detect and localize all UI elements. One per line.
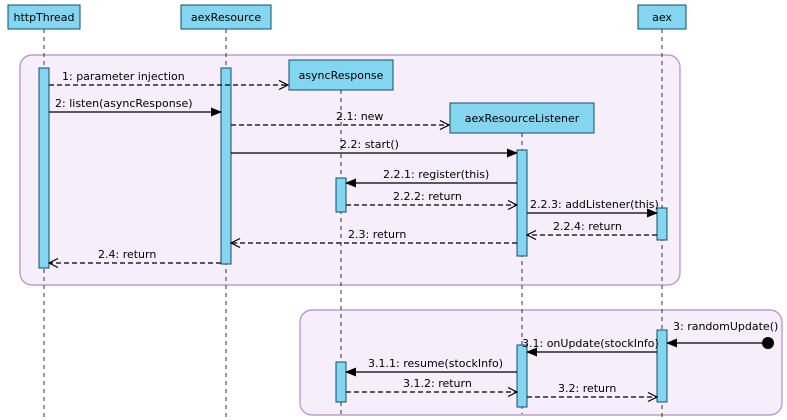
message-2.2.1-register[interactable]: 2.2.1: register(this)	[345, 168, 517, 188]
message-2.2.3-addListener[interactable]: 2.2.3: addListener(this)	[527, 198, 659, 218]
message-2.4-return[interactable]: 2.4: return	[49, 248, 221, 263]
activation-aex-2[interactable]	[656, 329, 668, 403]
lifeline-head-rect[interactable]	[7, 4, 81, 30]
message-label: 2.2.1: register(this)	[383, 168, 489, 181]
message-label: 3.1.2: return	[403, 377, 472, 390]
message-label: 3.1: onUpdate(stockInfo)	[522, 337, 659, 350]
activation-asyncResponse-1[interactable]	[335, 177, 347, 213]
message-2.2.4-return[interactable]: 2.2.4: return	[527, 220, 657, 235]
message-label: 2.2.3: addListener(this)	[530, 198, 659, 211]
message-3.1-onUpdate[interactable]: 3.1: onUpdate(stockInfo)	[522, 337, 659, 357]
activation-aexResource[interactable]	[220, 67, 232, 265]
message-3.2-return[interactable]: 3.2: return	[527, 382, 657, 397]
message-label: 2: listen(asyncResponse)	[55, 97, 193, 110]
lifeline-head-rect[interactable]	[637, 4, 687, 30]
message-3.1.2-return[interactable]: 3.1.2: return	[346, 377, 517, 392]
activation-aex-1[interactable]	[656, 207, 668, 241]
lifeline-head-aexResourceListener[interactable]: aexResourceListener	[449, 102, 595, 134]
message-3-randomUpdate[interactable]: 3: randomUpdate()	[666, 320, 778, 349]
message-label: 2.2.4: return	[553, 220, 622, 233]
activation-httpThread[interactable]	[38, 67, 50, 269]
lifeline-head-rect[interactable]	[288, 59, 394, 91]
lifeline-name-label: asyncResponse	[299, 69, 384, 82]
activation-asyncResponse-2[interactable]	[335, 361, 347, 403]
lifeline-name-label: aexResource	[191, 11, 262, 24]
lifeline-name-label: aex	[652, 11, 672, 24]
message-label: 3.2: return	[558, 382, 616, 395]
message-label: 2.2.2: return	[393, 190, 462, 203]
lifeline-head-rect[interactable]	[180, 4, 272, 30]
lifeline-head-httpThread[interactable]: httpThread	[7, 4, 81, 30]
message-label: 2.4: return	[98, 248, 156, 261]
message-2.3-return[interactable]: 2.3: return	[231, 228, 517, 243]
activation-aexResourceListener-2[interactable]	[516, 344, 528, 408]
message-1-parameter-injection[interactable]: 1: parameter injection	[49, 70, 288, 85]
message-2.2.2-return[interactable]: 2.2.2: return	[346, 190, 517, 205]
message-label: 2.1: new	[336, 110, 383, 123]
found-message-endpoint[interactable]	[762, 337, 774, 349]
lifeline-head-aexResource[interactable]: aexResource	[180, 4, 272, 30]
activation-aexResourceListener-1[interactable]	[516, 149, 528, 257]
message-2-listen[interactable]: 2: listen(asyncResponse)	[49, 97, 222, 117]
message-label: 1: parameter injection	[62, 70, 185, 83]
lifeline-head-asyncResponse[interactable]: asyncResponse	[288, 59, 394, 91]
message-label: 2.2: start()	[340, 138, 399, 151]
message-label: 2.3: return	[348, 228, 406, 241]
message-label: 3: randomUpdate()	[673, 320, 778, 333]
message-2.1-new[interactable]: 2.1: new	[231, 110, 449, 125]
message-label: 3.1.1: resume(stockInfo)	[368, 357, 503, 370]
message-2.2-start[interactable]: 2.2: start()	[231, 138, 518, 158]
lifeline-name-label: httpThread	[13, 11, 74, 24]
lifeline-head-rect[interactable]	[449, 102, 595, 134]
message-3.1.1-resume[interactable]: 3.1.1: resume(stockInfo)	[345, 357, 517, 377]
lifeline-head-aex[interactable]: aex	[637, 4, 687, 30]
lifeline-name-label: aexResourceListener	[465, 112, 580, 125]
